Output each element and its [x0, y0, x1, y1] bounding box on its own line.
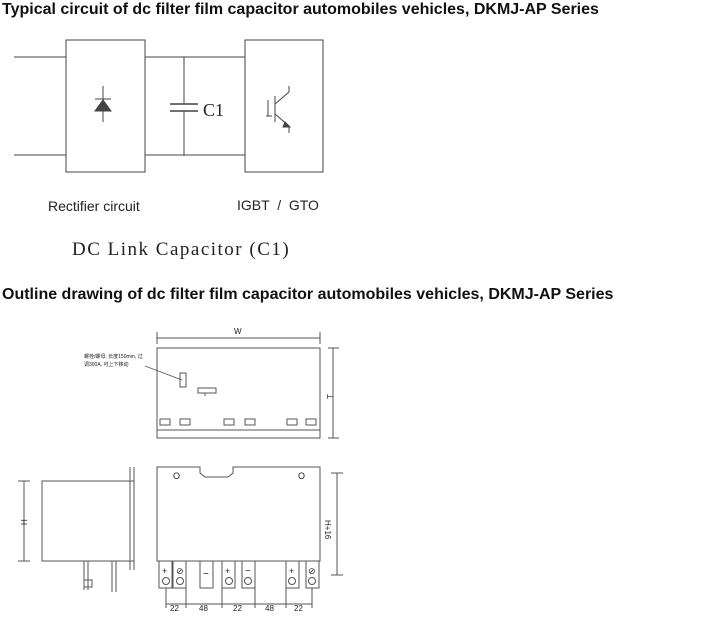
terminal-mark: ⊘: [308, 566, 316, 576]
terminal: [285, 560, 300, 589]
circuit-heading: Typical circuit of dc filter film capaci…: [2, 1, 599, 18]
terminal-mark: ⊘: [176, 566, 184, 576]
top-view: [144, 332, 339, 439]
side-view: [18, 467, 135, 592]
dim-h: H: [20, 519, 29, 525]
dim-t: T: [326, 394, 335, 399]
slot: [305, 418, 317, 426]
spacing-label: 22: [170, 604, 179, 613]
capacitor-label: C1: [203, 100, 224, 120]
bracket: [197, 387, 217, 394]
slot: [244, 418, 256, 426]
rectifier-label: Rectifier circuit: [48, 198, 140, 214]
mount-hole-right: O: [298, 471, 305, 481]
slot: [159, 418, 171, 426]
slot: [179, 418, 191, 426]
spacing-label: 22: [233, 604, 242, 613]
circuit-caption: DC Link Capacitor (C1): [72, 239, 290, 260]
terminal-mark: −: [203, 569, 209, 580]
terminal: [172, 560, 187, 589]
igbt-box: [244, 39, 324, 173]
rectifier-box: [65, 39, 146, 173]
note-line1: 螺栓/螺母, 长度150mm, 过: [84, 353, 143, 360]
circuit-diagram: [14, 39, 324, 173]
note-line2: 调300A, 可上下移动: [84, 361, 128, 368]
outline-heading: Outline drawing of dc filter film capaci…: [2, 286, 614, 303]
side-body: [41, 480, 135, 562]
dim-h16: H+16: [323, 520, 332, 540]
terminal-mark: +: [289, 566, 294, 576]
terminal: [199, 560, 214, 589]
bolt-block: [179, 372, 187, 388]
igbt-label: IGBT / GTO: [237, 197, 319, 213]
terminal: [241, 560, 256, 589]
terminal-mark: +: [225, 566, 230, 576]
slot: [223, 418, 235, 426]
spacing-label: 48: [199, 604, 208, 613]
front-view: [156, 466, 343, 608]
mount-hole-left: O: [173, 471, 180, 481]
top-body: [156, 347, 321, 439]
front-body: [156, 466, 321, 562]
spacing-label: 48: [265, 604, 274, 613]
igbt-icon: [266, 86, 292, 133]
terminal: [221, 560, 236, 589]
diode-icon: [94, 86, 112, 122]
capacitor-icon: [170, 57, 198, 155]
slot: [286, 418, 298, 426]
terminal-mark: −: [245, 566, 251, 577]
spacing-label: 22: [294, 604, 303, 613]
terminal-mark: +: [162, 566, 167, 576]
dim-w: W: [234, 327, 242, 336]
